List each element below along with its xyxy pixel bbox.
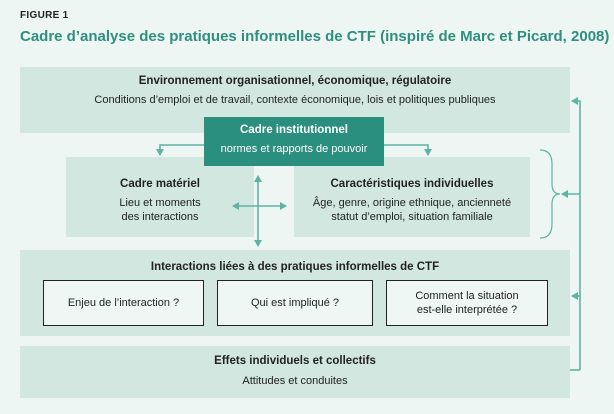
arrow-to-environment xyxy=(571,97,581,194)
environment-title: Environnement organisationnel, économiqu… xyxy=(138,75,452,87)
interactions-title: Interactions liées à des pratiques infor… xyxy=(150,261,440,273)
individual-title: Caractéristiques individuelles xyxy=(330,178,494,190)
figure-title: Cadre d’analyse des pratiques informelle… xyxy=(20,28,610,45)
figure-label: FIGURE 1 xyxy=(20,10,69,21)
individual-line-2: statut d’emploi, situation familiale xyxy=(331,211,493,223)
question-involved: Qui est impliqué ? xyxy=(217,280,373,326)
material-box: Cadre matériel Lieu et moments des inter… xyxy=(66,157,254,237)
institutional-title: Cadre institutionnel xyxy=(240,124,348,136)
material-line-1: Lieu et moments xyxy=(119,197,201,209)
question-stake-text: Enjeu de l’interaction ? xyxy=(67,297,180,309)
effects-subtitle: Attitudes et conduites xyxy=(242,375,348,387)
material-line-2: des interactions xyxy=(121,211,199,223)
effects-title: Effets individuels et collectifs xyxy=(214,355,376,367)
question-interpretation-line-1: Comment la situation xyxy=(415,290,519,302)
effects-box: Effets individuels et collectifs Attitud… xyxy=(20,346,570,398)
material-title: Cadre matériel xyxy=(120,178,200,190)
arrow-institution-to-material xyxy=(156,144,204,156)
bracket xyxy=(539,149,561,239)
individual-box: Caractéristiques individuelles Âge, genr… xyxy=(294,157,530,237)
question-stake: Enjeu de l’interaction ? xyxy=(43,280,204,326)
question-interpretation-line-2: est-elle interprétée ? xyxy=(416,304,518,316)
individual-line-1: Âge, genre, origine ethnique, ancienneté xyxy=(312,197,512,209)
institutional-box: Cadre institutionnel normes et rapports … xyxy=(204,117,384,166)
arrow-institution-to-individual xyxy=(384,144,432,156)
question-interpretation: Comment la situation est-elle interprété… xyxy=(386,280,548,326)
question-involved-text: Qui est impliqué ? xyxy=(250,297,340,309)
environment-subtitle: Conditions d’emploi et de travail, conte… xyxy=(94,94,496,106)
institutional-subtitle: normes et rapports de pouvoir xyxy=(220,143,368,155)
